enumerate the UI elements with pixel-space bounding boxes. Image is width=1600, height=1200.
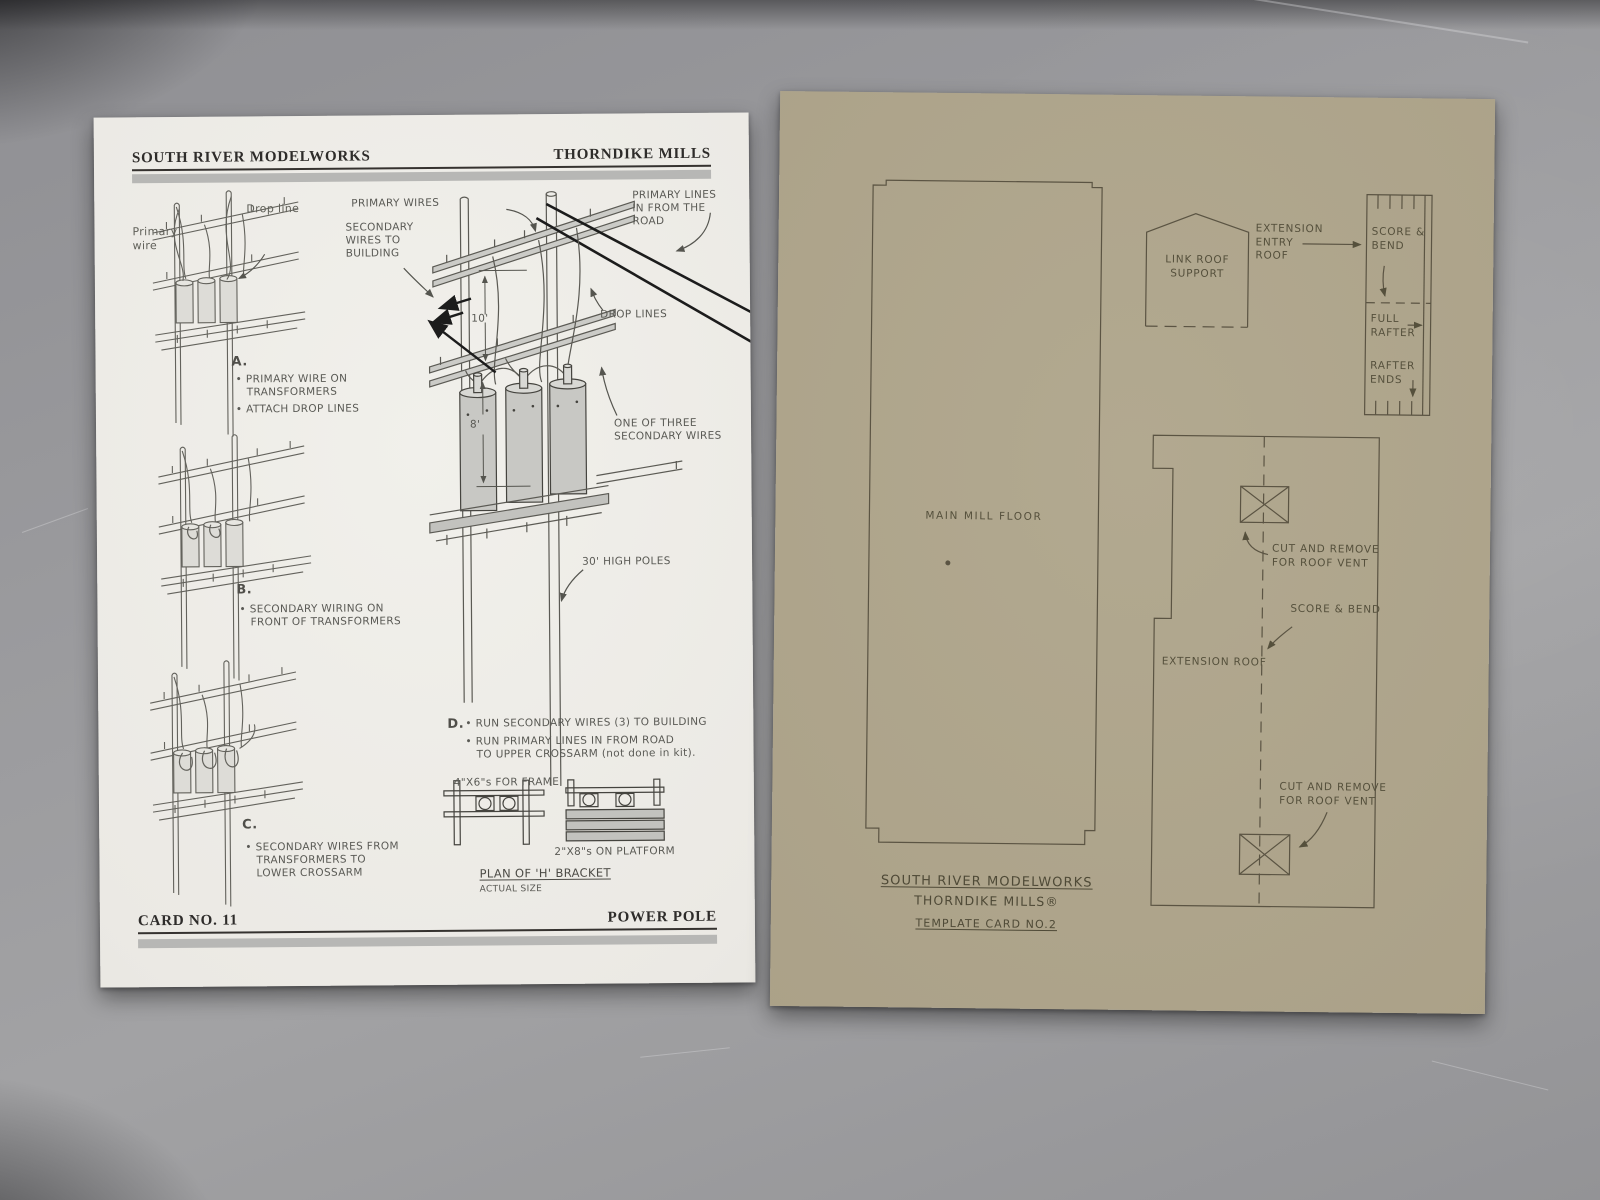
label-frame: 4"X6"s FOR FRAME xyxy=(453,775,560,789)
step-d-bullet-1: • RUN SECONDARY WIRES (3) TO BUILDING xyxy=(465,715,707,730)
label-drop-line: Drop line xyxy=(246,201,300,216)
label-one-of-three: ONE OF THREE SECONDARY WIRES xyxy=(613,416,722,443)
label-score-bend: SCORE & BEND xyxy=(1290,602,1381,616)
step-a-bullet-1: • PRIMARY WIRE ON TRANSFORMERS xyxy=(235,372,348,399)
bracket-plan-subtitle: ACTUAL SIZE xyxy=(479,884,543,895)
label-platform: 2"X8"s ON PLATFORM xyxy=(554,845,676,858)
step-c-bullet-1: • SECONDARY WIRES FROM TRANSFORMERS TO L… xyxy=(245,840,399,880)
label-extension-roof: EXTENSION ROOF xyxy=(1161,655,1267,669)
step-b: B. xyxy=(236,582,253,598)
surface-scratch xyxy=(1431,1060,1549,1091)
main-mill-floor-outline xyxy=(865,179,1103,846)
template-brand-subtitle: THORNDIKE MILLS® xyxy=(914,892,1059,910)
dimension-10ft: 10' xyxy=(471,312,489,325)
label-primary-wires: PRIMARY WIRES xyxy=(351,196,440,210)
step-a: A. xyxy=(231,354,248,370)
label-main-mill-floor: MAIN MILL FLOOR xyxy=(925,509,1043,523)
label-extension-entry-roof: EXTENSION ENTRY ROOF xyxy=(1255,222,1324,263)
rafter-strip-outline xyxy=(1363,194,1433,416)
link-roof-support-outline xyxy=(1144,213,1250,328)
bracket-plan-title: PLAN OF 'H' BRACKET xyxy=(479,865,611,881)
label-high-poles: 30' HIGH POLES xyxy=(582,555,671,568)
label-rafter-ends: RAFTER ENDS xyxy=(1369,359,1416,386)
template-outlines xyxy=(865,179,1433,909)
label-secondary-wires: SECONDARY WIRES TO BUILDING xyxy=(345,221,414,260)
surface-scratch xyxy=(21,508,89,533)
card-number: CARD NO. 11 xyxy=(137,912,239,930)
instruction-card: SOUTH RIVER MODELWORKS THORNDIKE MILLS C… xyxy=(93,112,756,988)
label-primary-wire: Primary wire xyxy=(132,224,178,252)
step-b-bullet-1: • SECONDARY WIRING ON FRONT OF TRANSFORM… xyxy=(239,602,402,629)
kit-title: THORNDIKE MILLS xyxy=(553,145,711,163)
figure-a-drawing xyxy=(151,189,307,438)
label-cut-remove-bottom: CUT AND REMOVE FOR ROOF VENT xyxy=(1279,780,1387,808)
surface-scratch xyxy=(1231,0,1529,44)
label-link-roof-support: LINK ROOF SUPPORT xyxy=(1165,253,1230,280)
roof-vent-cutout-bottom xyxy=(1238,833,1291,876)
figure-c-drawing xyxy=(149,659,305,908)
label-cut-remove-top: CUT AND REMOVE FOR ROOF VENT xyxy=(1271,542,1380,570)
step-c: C. xyxy=(242,817,258,833)
template-card: MAIN MILL FLOOR LINK ROOF SUPPORT EXTENS… xyxy=(769,90,1496,1015)
main-figure-drawing xyxy=(403,191,756,846)
extension-roof-outline xyxy=(1150,434,1380,909)
instruction-drawings xyxy=(149,189,756,908)
label-drop-lines: DROP LINES xyxy=(600,308,668,321)
step-a-bullet-2: • ATTACH DROP LINES xyxy=(235,402,360,416)
template-brand-title: SOUTH RIVER MODELWORKS xyxy=(880,873,1093,891)
score-bend-line xyxy=(1258,436,1265,907)
label-strip-score-bend: SCORE & BEND xyxy=(1371,225,1426,252)
card-subject: POWER POLE xyxy=(607,908,717,926)
label-full-rafter: FULL RAFTER xyxy=(1370,312,1416,339)
dimension-8ft: 8' xyxy=(469,418,481,431)
publisher-title: SOUTH RIVER MODELWORKS xyxy=(131,148,371,167)
step-d-bullet-2: • RUN PRIMARY LINES IN FROM ROAD TO UPPE… xyxy=(465,734,696,761)
roof-vent-cutout-top xyxy=(1239,485,1290,524)
label-primary-lines: PRIMARY LINES IN FROM THE ROAD xyxy=(632,188,717,228)
figure-b-drawing xyxy=(157,433,313,682)
step-d: D. xyxy=(447,716,465,732)
surface-scratch xyxy=(640,1047,730,1058)
